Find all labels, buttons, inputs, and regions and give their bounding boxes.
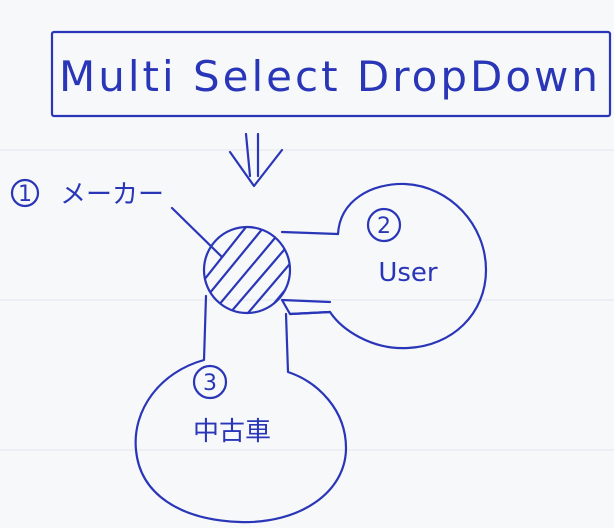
user-circle [280,182,488,350]
number-circle-1 [10,178,40,208]
user-link-bottom [288,310,332,316]
diagram-title: Multi Select DropDown [59,52,601,101]
maker-label: メーカー [60,180,164,210]
number-3: 3 [203,371,217,396]
number-circle-3 [192,364,228,400]
used-car-circle [134,294,348,524]
used-car-label: 中古車 [193,417,271,447]
hatched-circle-icon [202,225,292,315]
number-2: 2 [377,214,391,239]
maker-pointer-line [170,206,224,259]
maker-label-group: 1 メーカー [10,178,224,259]
number-circle-2 [366,207,402,243]
title-box [50,30,612,118]
user-link-top [280,230,340,236]
number-1: 1 [18,182,32,207]
user-label: User [378,258,438,288]
double-down-arrow-icon [228,132,284,188]
